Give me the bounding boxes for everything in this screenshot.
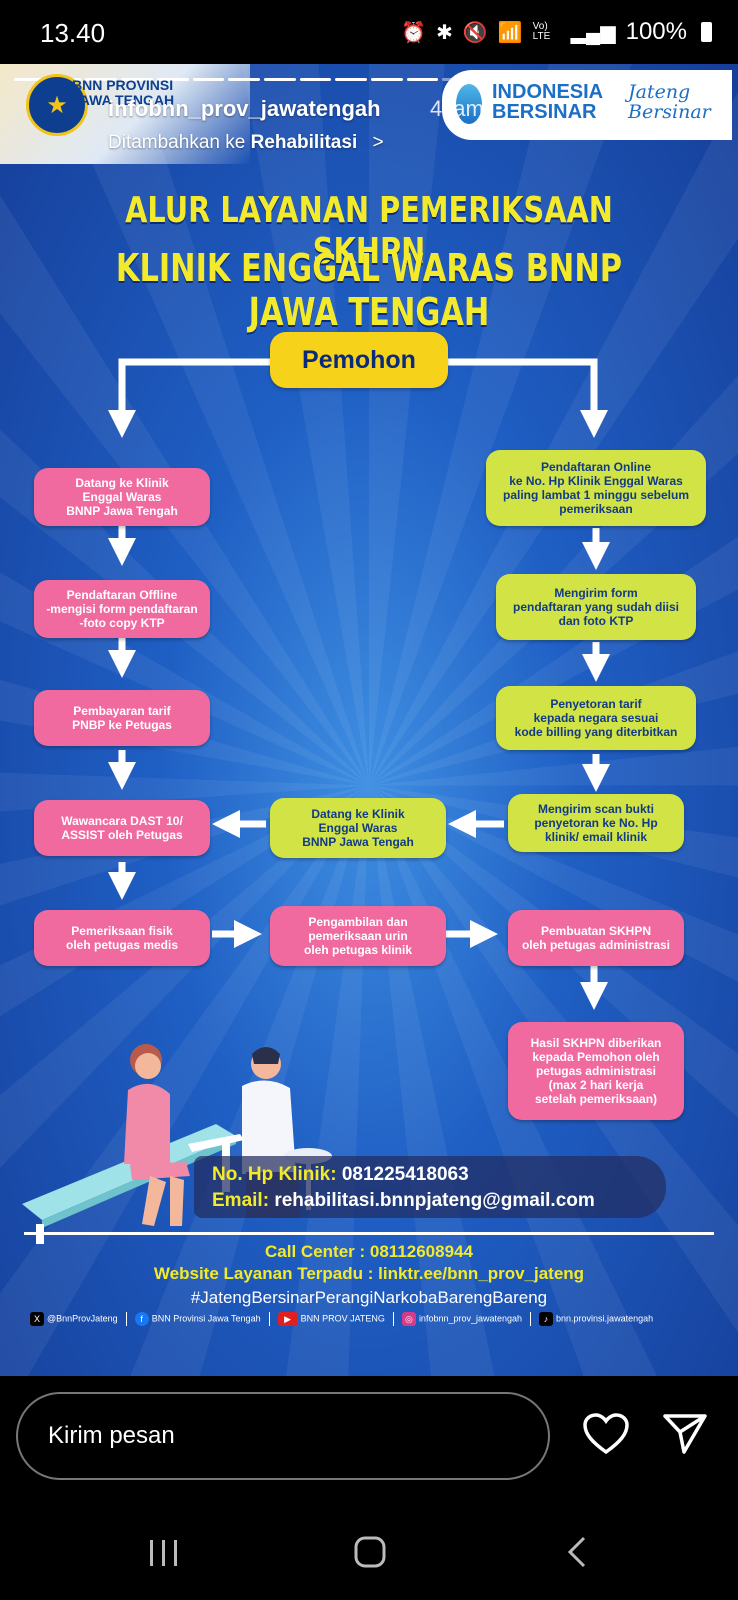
highlight-name: Rehabilitasi: [250, 132, 358, 153]
hashtag: #JatengBersinarPerangiNarkobaBarengBaren…: [190, 1288, 548, 1307]
status-bar: 13.40 ⏰ ✱ 🔇 📶 Vo) LTE ▂▄▆ 100%: [0, 0, 738, 64]
poster-title-2: KLINIK ENGGAL WARAS BNNP JAWA TENGAH: [115, 246, 623, 334]
skhpn-creation-box: Pembuatan SKHPN oleh petugas administras…: [508, 910, 684, 966]
mute-icon: 🔇: [462, 21, 488, 44]
tiktok-icon: ♪: [539, 1312, 554, 1326]
status-time: 13.40: [40, 18, 106, 48]
x-icon: X: [30, 1312, 44, 1326]
story-age: 4 jam: [430, 96, 484, 121]
left-step-3: Pembayaran tarif PNBP ke Petugas: [34, 690, 210, 746]
story-account-name[interactable]: infobnn_prov_jawatengah: [108, 96, 381, 121]
battery-percent: 100%: [625, 18, 687, 45]
poster-title-1: ALUR LAYANAN PEMERIKSAAN SKHPN: [125, 190, 613, 272]
send-icon[interactable]: [662, 1412, 708, 1456]
network-label: Vo) LTE: [532, 21, 551, 42]
email-address: rehabilitasi.bnnpjateng@gmail.com: [274, 1190, 595, 1211]
left-step-2: Pendaftaran Offline -mengisi form pendaf…: [34, 580, 210, 638]
added-prefix: Ditambahkan ke: [108, 132, 251, 153]
youtube-icon: ▶: [277, 1312, 298, 1326]
chevron-right-icon: >: [372, 132, 384, 153]
indonesia-bersinar-text: INDONESIA BERSINAR: [492, 81, 604, 123]
left-step-1: Datang ke Klinik Enggal Waras BNNP Jawa …: [34, 468, 210, 526]
middle-visit-box: Datang ke Klinik Enggal Waras BNNP Jawa …: [270, 798, 446, 858]
heart-icon[interactable]: [582, 1412, 630, 1456]
bluetooth-icon: ✱: [436, 21, 453, 44]
call-center: Call Center : 08112608944: [265, 1242, 473, 1261]
social-youtube: ▶BNN PROV JATENG: [277, 1312, 385, 1326]
home-icon[interactable]: [354, 1536, 386, 1568]
right-step-4: Mengirim scan bukti penyetoran ke No. Hp…: [508, 794, 684, 852]
start-applicant-box: Pemohon: [270, 332, 448, 388]
signal-icon: ▂▄▆: [570, 21, 616, 44]
more-options-icon[interactable]: ⋮: [684, 94, 706, 119]
bnn-logo-text: BNN PROVINSI JAWA TENGAH: [72, 77, 175, 108]
battery-icon: [701, 22, 712, 42]
system-nav-bar: [0, 1500, 738, 1600]
social-x: X@BnnProvJateng: [30, 1312, 118, 1326]
phone-label: No. Hp Klinik:: [212, 1164, 337, 1185]
bnn-logo-icon[interactable]: ★: [26, 74, 88, 136]
right-step-2: Mengirim form pendaftaran yang sudah dii…: [496, 574, 696, 640]
contact-box: No. Hp Klinik: 081225418063 Email: rehab…: [194, 1156, 666, 1218]
phone-line: No. Hp Klinik: 081225418063: [212, 1164, 469, 1186]
indonesia-bersinar-icon: [456, 84, 482, 124]
story-viewer[interactable]: ★ BNN PROVINSI JAWA TENGAH INDONESIA BER…: [0, 64, 738, 1376]
recent-apps-icon[interactable]: [148, 1538, 180, 1568]
left-step-4: Wawancara DAST 10/ ASSIST oleh Petugas: [34, 800, 210, 856]
partner-logos: [442, 70, 732, 140]
jateng-bersinar-text: Jateng Bersinar: [628, 81, 711, 123]
alarm-icon: ⏰: [401, 21, 427, 44]
start-label: Pemohon: [302, 346, 416, 374]
facebook-icon: f: [134, 1312, 149, 1326]
back-icon[interactable]: [566, 1536, 588, 1568]
status-icons: ⏰ ✱ 🔇 📶 Vo) LTE ▂▄▆ 100%: [401, 18, 712, 46]
reply-input[interactable]: Kirim pesan: [16, 1392, 550, 1480]
footer-divider: [24, 1232, 714, 1235]
right-step-3: Penyetoran tarif kepada negara sesuai ko…: [496, 686, 696, 750]
instagram-icon: ◎: [401, 1312, 416, 1326]
email-line: Email: rehabilitasi.bnnpjateng@gmail.com: [212, 1190, 595, 1212]
flow-arrows: [108, 358, 610, 1010]
reply-placeholder: Kirim pesan: [48, 1422, 175, 1449]
phone-number: 081225418063: [341, 1164, 469, 1185]
wifi-icon: 📶: [497, 21, 523, 44]
highlight-link[interactable]: Ditambahkan ke Rehabilitasi >: [108, 132, 384, 154]
skhpn-result-box: Hasil SKHPN diberikan kepada Pemohon ole…: [508, 1022, 684, 1120]
urine-test-box: Pengambilan dan pemeriksaan urin oleh pe…: [270, 906, 446, 966]
social-tiktok: ♪bnn.provinsi.jawatengah: [539, 1312, 653, 1326]
email-label: Email:: [212, 1190, 270, 1211]
right-step-1: Pendaftaran Online ke No. Hp Klinik Engg…: [486, 450, 706, 526]
left-step-5: Pemeriksaan fisik oleh petugas medis: [34, 910, 210, 966]
social-instagram: ◎infobnn_prov_jawatengah: [401, 1312, 522, 1326]
website: Website Layanan Terpadu : linktr.ee/bnn_…: [153, 1264, 585, 1283]
